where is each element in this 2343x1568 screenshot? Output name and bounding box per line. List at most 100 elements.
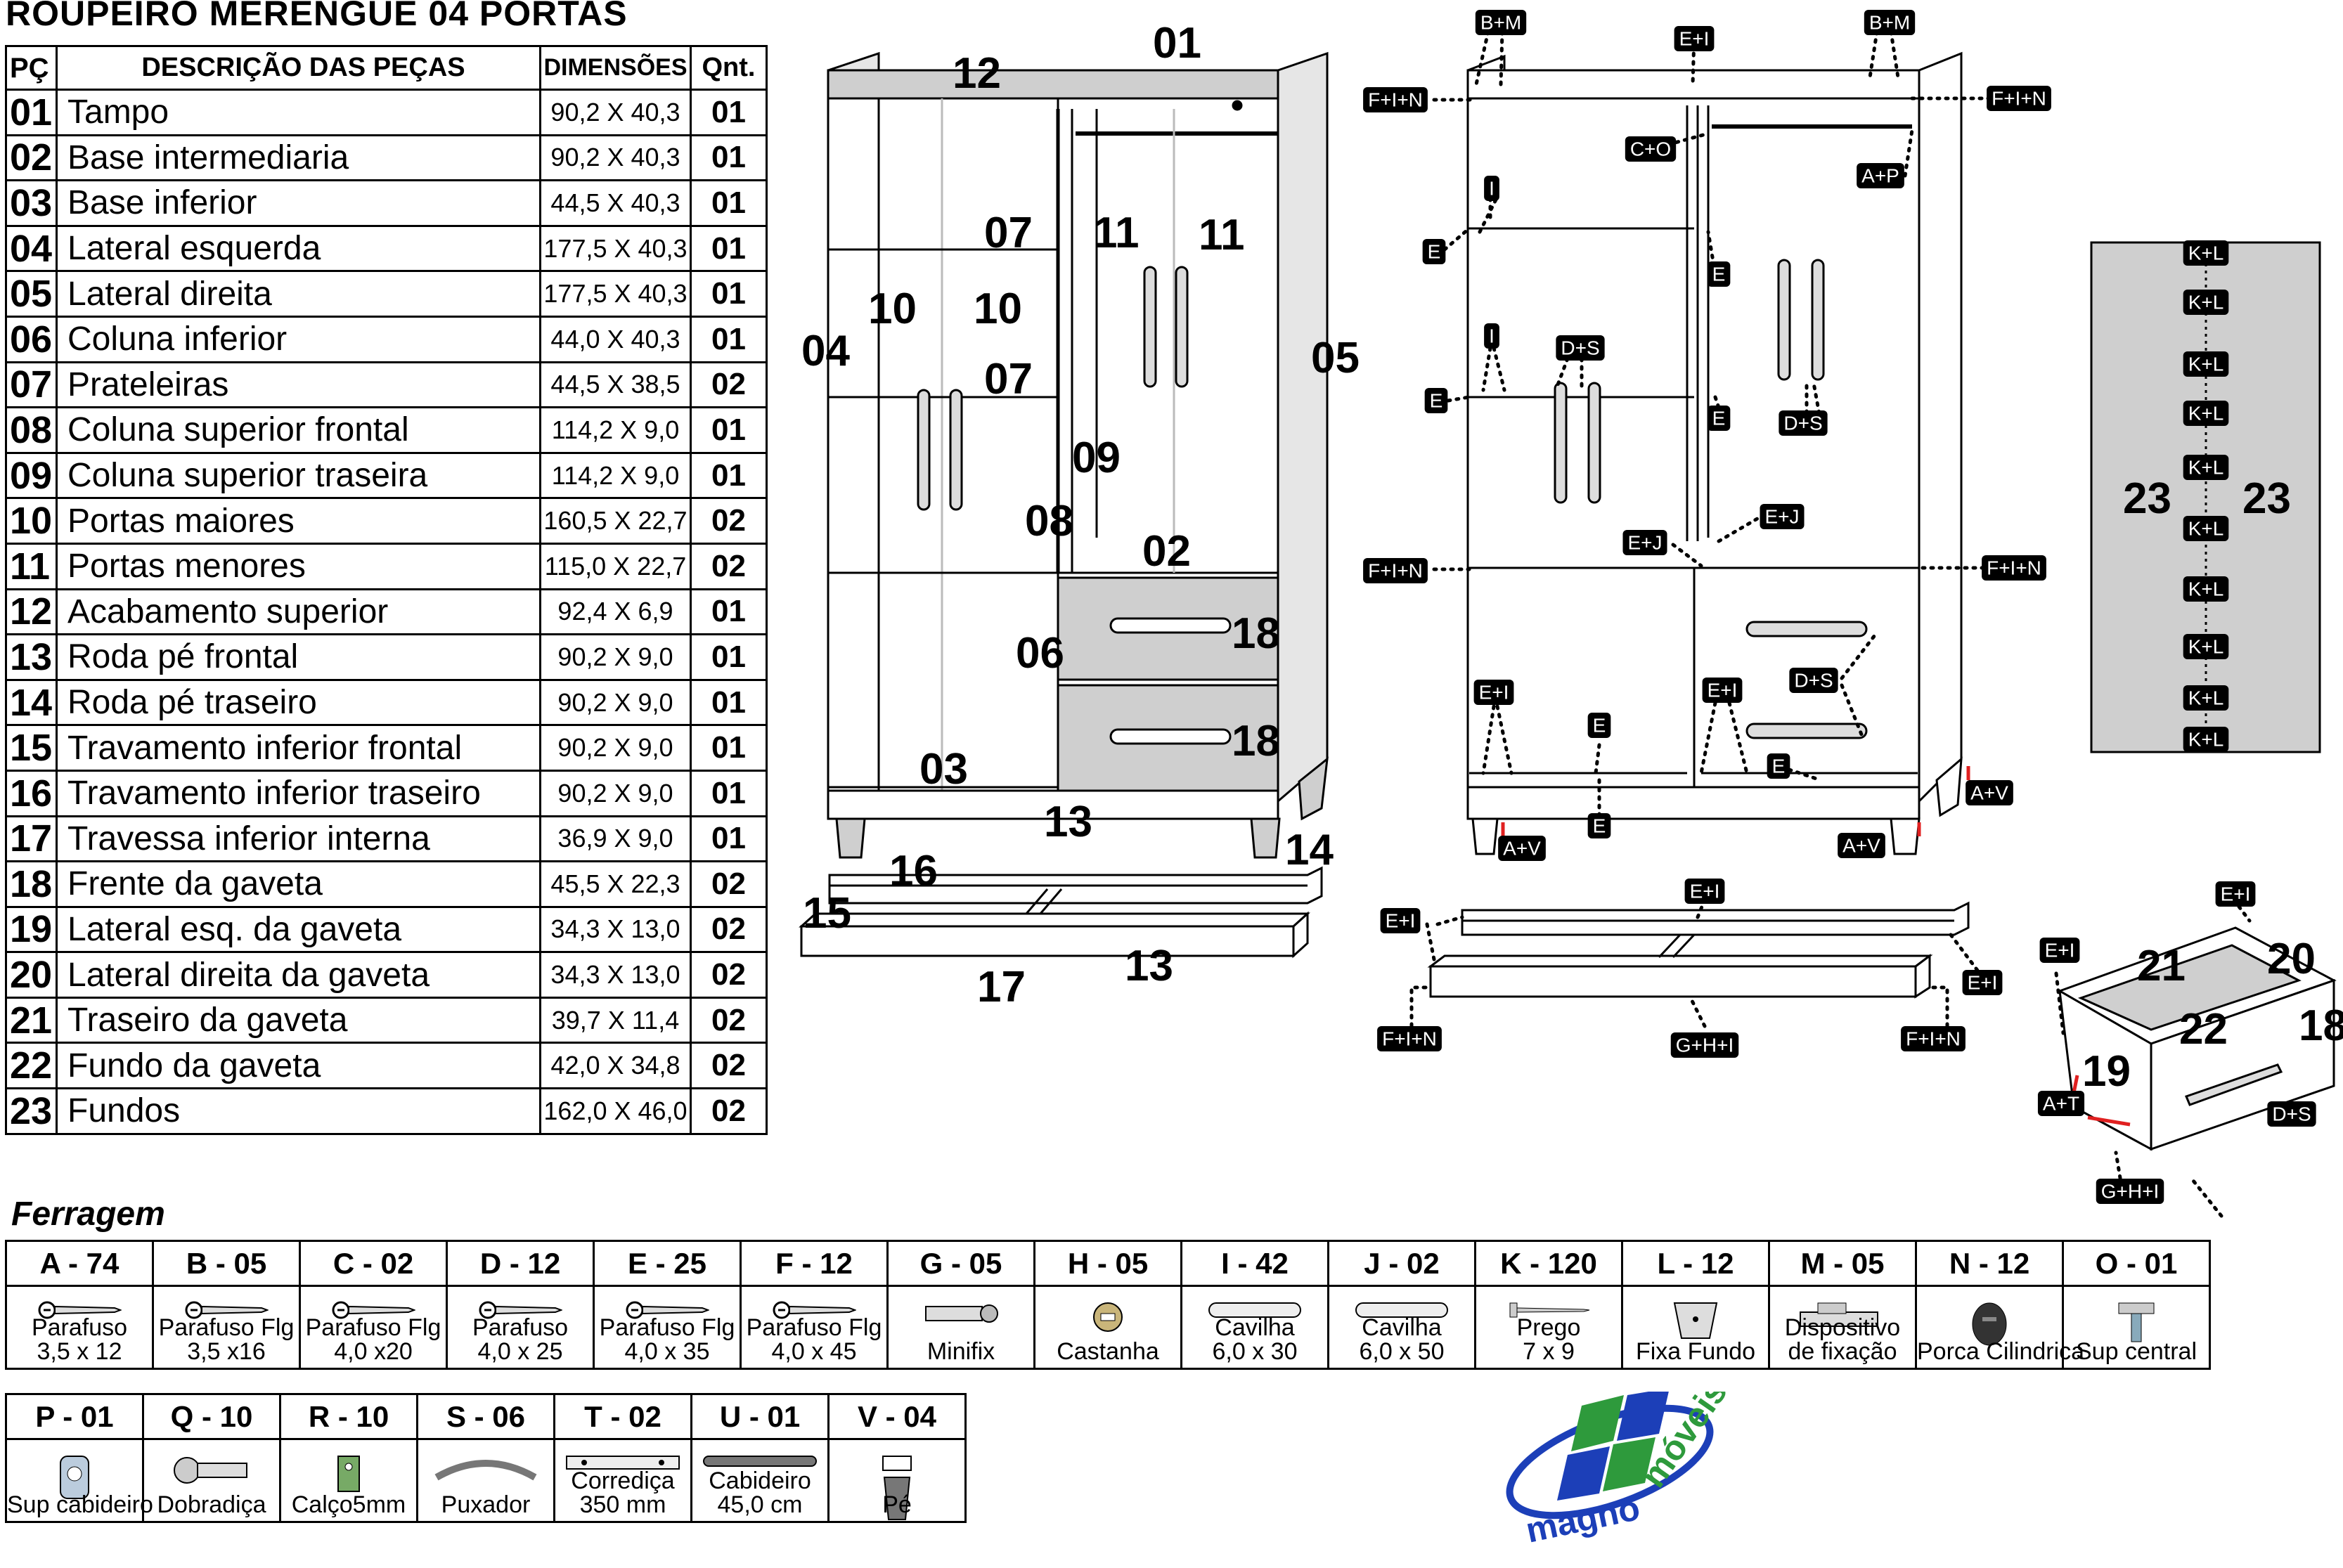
hardware-cell: Sup central [2062, 1285, 2211, 1370]
part-label-p06: 06 [1016, 629, 1064, 678]
hardware-code: I - 42 [1180, 1240, 1329, 1287]
part-dimensions: 39,7 X 11,4 [539, 996, 692, 1044]
foot-icon [876, 1453, 918, 1527]
assembly-tag-ghi1-text: G+H+I [1676, 1035, 1734, 1056]
part-number: 21 [5, 996, 58, 1044]
assembly-tag-e4: E [1707, 406, 1731, 431]
dowel-icon [1353, 1300, 1451, 1324]
hardware-label: Calço5mm [281, 1493, 416, 1517]
hardware-name: Parafuso Flg [746, 1314, 882, 1341]
screw-icon [772, 1300, 857, 1324]
part-quantity: 02 [690, 860, 768, 908]
assembly-tag-av1: A+V [1498, 836, 1546, 861]
part-description: Fundos [56, 1087, 541, 1135]
hardware-size: 4,0 x 35 [624, 1338, 710, 1365]
part-label-p07b: 07 [984, 355, 1033, 403]
assembly-tag-kl-1: K+L [2183, 240, 2229, 266]
part-number: 16 [5, 769, 58, 817]
rod-support-icon [53, 1453, 96, 1505]
part-label-p14: 14 [1285, 826, 1334, 874]
hardware-label: Castanha [1035, 1340, 1180, 1363]
part-dimensions: 92,4 X 6,9 [539, 588, 692, 636]
part-label-p18a: 18 [1232, 609, 1280, 658]
header-quantity: Qnt. [690, 45, 768, 91]
hardware-name: Parafuso Flg [158, 1314, 295, 1341]
part-description: Travamento inferior frontal [56, 724, 541, 772]
hardware-code: F - 12 [740, 1240, 889, 1287]
assembly-tag-fin2-text: F+I+N [1992, 88, 2046, 110]
assembly-tag-bm1-text: B+M [1480, 12, 1521, 34]
hardware-code: H - 05 [1033, 1240, 1182, 1287]
hardware-code: T - 02 [553, 1393, 692, 1440]
part-label-p11b: 11 [1199, 211, 1245, 259]
part-description: Prateleiras [56, 361, 541, 409]
hardware-code: L - 12 [1621, 1240, 1770, 1287]
part-label-p13a: 13 [1044, 798, 1092, 846]
drawer-label-p20: 20 [2267, 935, 2316, 983]
assembly-tag-av2-text: A+V [1842, 835, 1880, 857]
hanging-rod-icon [700, 1453, 820, 1473]
hardware-cell: Puxador [416, 1438, 555, 1523]
hardware-size: 6,0 x 30 [1212, 1338, 1298, 1365]
part-dimensions: 177,5 X 40,3 [539, 270, 692, 318]
assembly-tag-kl-6-text: K+L [2188, 518, 2224, 540]
hardware-size: 3,5 x16 [187, 1338, 266, 1365]
assembly-tag-i2: I [1484, 323, 1499, 349]
hardware-name: Pé [882, 1491, 912, 1518]
page-title: ROUPEIRO MERENGUE 04 PORTAS [6, 0, 628, 33]
hardware-code: D - 12 [446, 1240, 595, 1287]
assembly-tag-kl-3-text: K+L [2188, 354, 2224, 375]
header-dimensions: DIMENSÕES [539, 45, 692, 91]
assembly-tag-fin6: F+I+N [1901, 1026, 1966, 1051]
assembly-view-wardrobe [1427, 51, 1970, 999]
part-quantity: 01 [690, 451, 768, 500]
assembly-tag-fin4-text: F+I+N [1987, 557, 2041, 579]
part-number: 08 [5, 406, 58, 454]
hardware-cell: Minifix [886, 1285, 1035, 1370]
castanha-icon [1090, 1300, 1125, 1338]
hardware-size: 6,0 x 50 [1359, 1338, 1445, 1365]
hardware-code: Q - 10 [142, 1393, 281, 1440]
hardware-code: A - 74 [5, 1240, 154, 1287]
hardware-name: Castanha [1057, 1338, 1159, 1365]
screw-icon [37, 1300, 122, 1324]
assembly-tag-kl-1-text: K+L [2188, 242, 2224, 264]
hardware-cell: Sup cabideiro [5, 1438, 153, 1523]
part-dimensions: 90,2 X 9,0 [539, 678, 692, 727]
assembly-tag-i2-text: I [1489, 325, 1495, 347]
hardware-name: Parafuso [31, 1314, 128, 1341]
part-description: Portas menores [56, 542, 541, 590]
part-dimensions: 90,2 X 9,0 [539, 769, 692, 817]
part-quantity: 01 [690, 769, 768, 817]
part-description: Tampo [56, 89, 541, 136]
hardware-label: Puxador [418, 1493, 553, 1517]
assembly-tag-ds1-text: D+S [1561, 337, 1599, 359]
back-panel-label-right: 23 [2242, 474, 2291, 523]
part-dimensions: 115,0 X 22,7 [539, 542, 692, 590]
part-dimensions: 90,2 X 9,0 [539, 633, 692, 681]
part-label-p07a: 07 [984, 209, 1033, 257]
part-number: 05 [5, 270, 58, 318]
assembly-tag-fin1-text: F+I+N [1368, 89, 1423, 111]
part-number: 11 [5, 542, 58, 590]
part-label-p11a: 11 [1093, 209, 1140, 257]
assembly-tag-ej1: E+J [1622, 530, 1667, 555]
assembly-tag-e7: E [1587, 813, 1611, 838]
hardware-code: V - 04 [827, 1393, 967, 1440]
part-quantity: 01 [690, 406, 768, 454]
part-label-p18b: 18 [1232, 717, 1280, 765]
part-number: 18 [5, 860, 58, 908]
assembly-tag-e6: E [1767, 753, 1790, 779]
part-label-p12: 12 [953, 49, 1001, 98]
part-number: 10 [5, 497, 58, 545]
